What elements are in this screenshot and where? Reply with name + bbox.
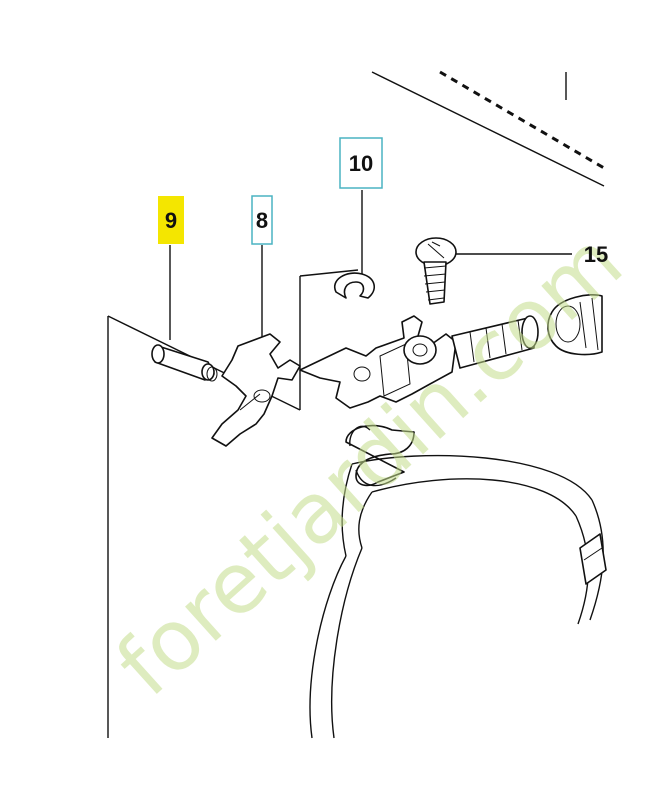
callout-9-label: 9 (165, 208, 177, 233)
callout-10-box (339, 137, 383, 189)
splined-shaft (451, 315, 539, 369)
housing-outline (371, 70, 605, 187)
callout-15-label: 15 (584, 242, 608, 267)
callout-15: 15 (584, 242, 608, 267)
spring-part (547, 294, 603, 356)
callout-10: 10 (339, 137, 383, 189)
callout-10-label: 10 (349, 151, 373, 176)
callout-9-highlight (158, 196, 184, 244)
screw-part (415, 237, 457, 305)
callout-8-box (251, 195, 273, 245)
lever-part (211, 333, 301, 447)
callout-9: 9 (158, 196, 184, 244)
brake-band (309, 424, 607, 739)
circlip-part (333, 272, 375, 299)
pin-part (151, 344, 218, 382)
callout-8-label: 8 (256, 208, 268, 233)
callout-8: 8 (251, 195, 273, 245)
